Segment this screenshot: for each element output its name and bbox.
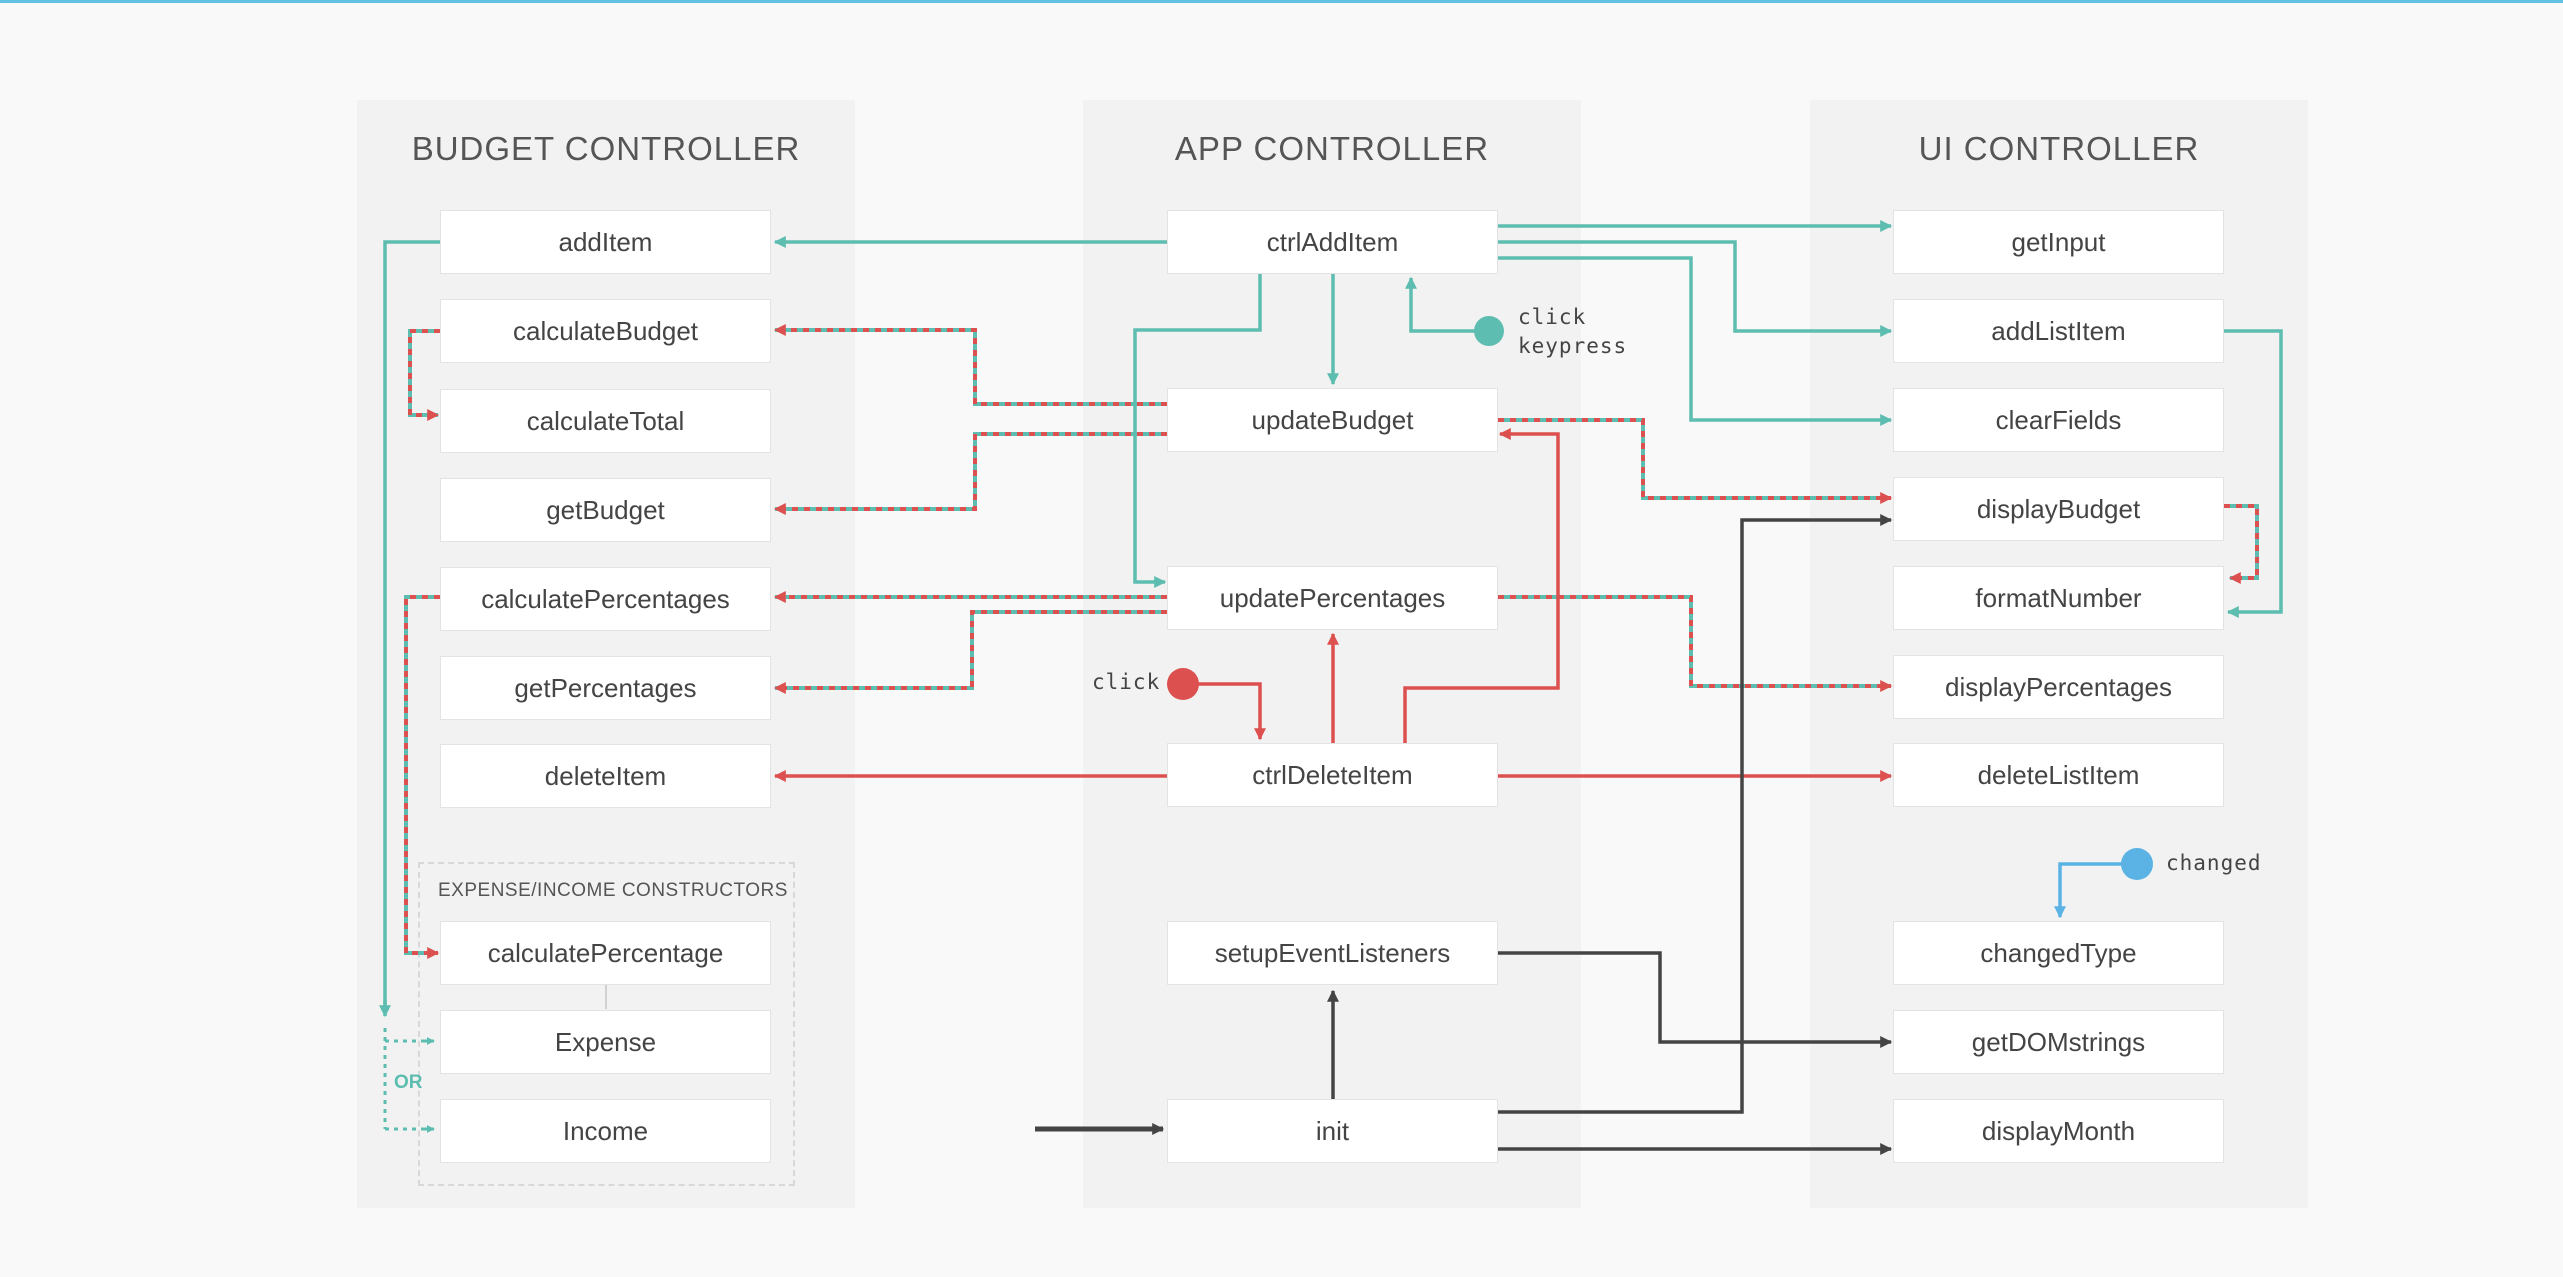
edge-addListItem-formatNumber [2224,329,2283,618]
edge-ctrlDeleteItem-updateBudget [1403,428,1560,743]
node-addItem: addItem [440,210,771,274]
dark-init-flow [1035,514,1893,1155]
node-setupEventListeners: setupEventListeners [1167,921,1498,985]
event-delete-click-label: click [1092,670,1161,694]
node-ctrlDeleteItem: ctrlDeleteItem [1167,743,1498,807]
edge-updateBudget-getBudget [775,432,1167,511]
node-init: init [1167,1099,1498,1163]
ui-controller-title: UI CONTROLLER [1918,130,2200,167]
node-changedType: changedType [1893,921,2224,985]
event-changed-label: changed [2166,851,2262,875]
node-ctrlAddItem: ctrlAddItem [1167,210,1498,274]
node-getPercentages: getPercentages [440,656,771,720]
click-keypress-event-dot [1474,316,1504,346]
edge-addItem-constructors [383,240,440,1012]
mixed-update-flow [404,324,2259,959]
expense-income-constructors-label: EXPENSE/INCOME CONSTRUCTORS [438,880,788,901]
event-click-label: click [1518,305,1587,329]
node-updateBudget: updateBudget [1167,388,1498,452]
edge-calculateBudget-calculateTotal [408,329,440,417]
edge-click-ctrlDeleteItem [1183,682,1266,741]
click-keypress-label: click keypress [1518,303,1627,361]
node-calculateTotal: calculateTotal [440,389,771,453]
edge-init-displayBudget [1498,514,1893,1114]
edge-setupEventListeners-getDOMstrings [1498,951,1893,1048]
node-displayBudget: displayBudget [1893,477,2224,541]
node-displayPercentages: displayPercentages [1893,655,2224,719]
expense-income-constructors-group [418,862,795,1186]
teal-add-flow [383,220,2283,1012]
edge-or-expense [383,1028,430,1129]
node-calculatePercentages: calculatePercentages [440,567,771,631]
node-displayMonth: displayMonth [1893,1099,2224,1163]
top-accent-bar [0,0,2563,3]
budget-controller-title: BUDGET CONTROLLER [411,130,801,167]
changed-event-dot [2121,848,2153,880]
node-calculateBudget: calculateBudget [440,299,771,363]
red-delete-flow [773,428,1893,782]
blue-changed-flow [2054,862,2136,919]
or-dotted-branches [383,1028,430,1131]
node-getDOMstrings: getDOMstrings [1893,1010,2224,1074]
app-controller-title: APP CONTROLLER [1174,130,1490,167]
edge-click-keypress-ctrlAddItem [1405,276,1488,333]
edge-ctrlAddItem-updatePercentages [1133,274,1262,588]
edge-updateBudget-calculateBudget [775,328,1167,406]
edge-ctrlAddItem-clearFields [1498,256,1893,426]
event-keypress-label: keypress [1518,334,1628,358]
node-Income: Income [440,1099,771,1163]
node-formatNumber: formatNumber [1893,566,2224,630]
node-getBudget: getBudget [440,478,771,542]
edge-changed-changedType [2054,862,2136,919]
constructor-connector [605,985,607,1009]
node-Expense: Expense [440,1010,771,1074]
node-calculatePercentage: calculatePercentage [440,921,771,985]
node-deleteItem: deleteItem [440,744,771,808]
edge-calculatePercentages-calculatePercentage [404,595,440,955]
edge-displayBudget-formatNumber [2224,504,2259,580]
or-label: OR [394,1072,423,1093]
node-clearFields: clearFields [1893,388,2224,452]
node-updatePercentages: updatePercentages [1167,566,1498,630]
node-addListItem: addListItem [1893,299,2224,363]
click-delete-event-dot [1167,668,1199,700]
node-getInput: getInput [1893,210,2224,274]
edge-ctrlAddItem-addListItem [1498,240,1893,337]
node-deleteListItem: deleteListItem [1893,743,2224,807]
